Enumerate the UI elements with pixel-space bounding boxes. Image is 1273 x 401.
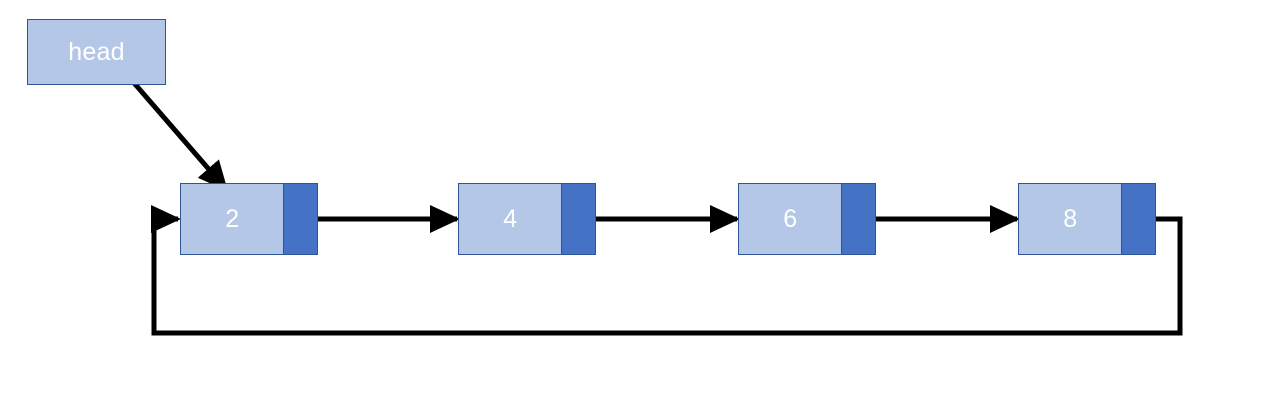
arrow-head-to-node-1 [126,74,228,192]
list-node-1[interactable]: 2 [180,183,318,255]
node-2-pointer-cell [561,184,595,254]
node-2-value: 4 [459,184,562,254]
node-3-pointer-cell [841,184,875,254]
node-4-value: 8 [1019,184,1122,254]
list-node-4[interactable]: 8 [1018,183,1156,255]
head-label: head [68,37,125,66]
list-node-2[interactable]: 4 [458,183,596,255]
node-1-value: 2 [181,184,284,254]
head-pointer-box[interactable]: head [27,19,166,85]
node-4-pointer-cell [1121,184,1155,254]
node-1-pointer-cell [283,184,317,254]
list-node-3[interactable]: 6 [738,183,876,255]
arrow-loop-back-to-head-node [150,205,1183,336]
node-3-value: 6 [739,184,842,254]
